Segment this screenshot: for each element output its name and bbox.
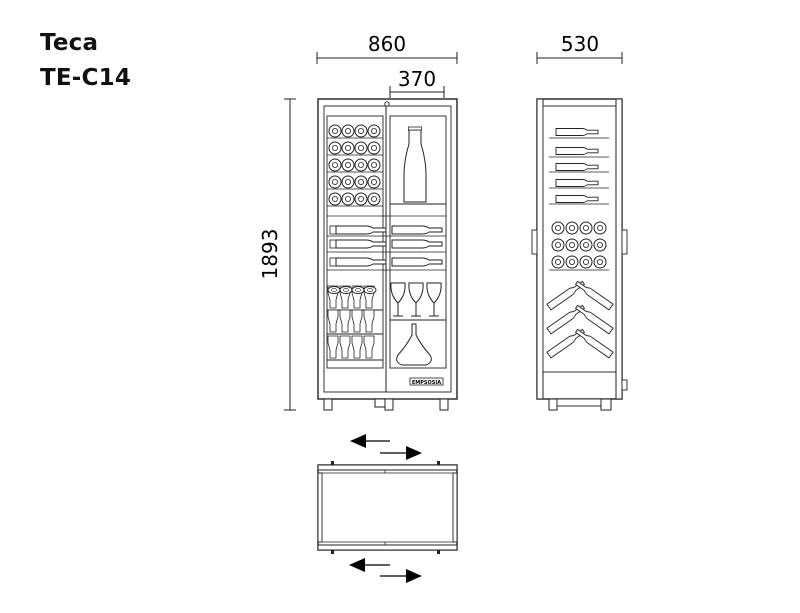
dimension-depth xyxy=(536,52,623,64)
wine-glasses xyxy=(390,282,446,321)
dimension-height xyxy=(284,98,296,411)
dimension-depth-label: 530 xyxy=(561,32,599,56)
arrow-right-icon xyxy=(380,569,422,583)
dimension-width-label: 860 xyxy=(368,32,406,56)
magnum-bottle xyxy=(403,126,427,203)
front-view: EMPSOSIA xyxy=(317,98,458,411)
dimension-inner-width-label: 370 xyxy=(398,67,436,91)
decanter xyxy=(396,323,432,366)
top-view xyxy=(317,461,458,554)
side-rack-bottles xyxy=(549,128,609,205)
model-title: TE-C14 xyxy=(40,65,132,91)
dimension-height-label: 1893 xyxy=(258,229,282,280)
brand-logo: EMPSOSIA xyxy=(412,380,441,386)
dimension-inner-width xyxy=(389,86,445,98)
arrow-left-icon xyxy=(349,558,390,572)
dimension-width xyxy=(316,52,458,64)
side-view xyxy=(531,98,628,411)
upright-bottles xyxy=(327,285,383,361)
side-bottle-bases xyxy=(549,221,609,271)
bottle-drawers xyxy=(327,225,446,271)
arrow-left-icon xyxy=(350,434,390,448)
brand-title: Teca xyxy=(40,30,99,56)
arrow-right-icon xyxy=(380,446,422,460)
